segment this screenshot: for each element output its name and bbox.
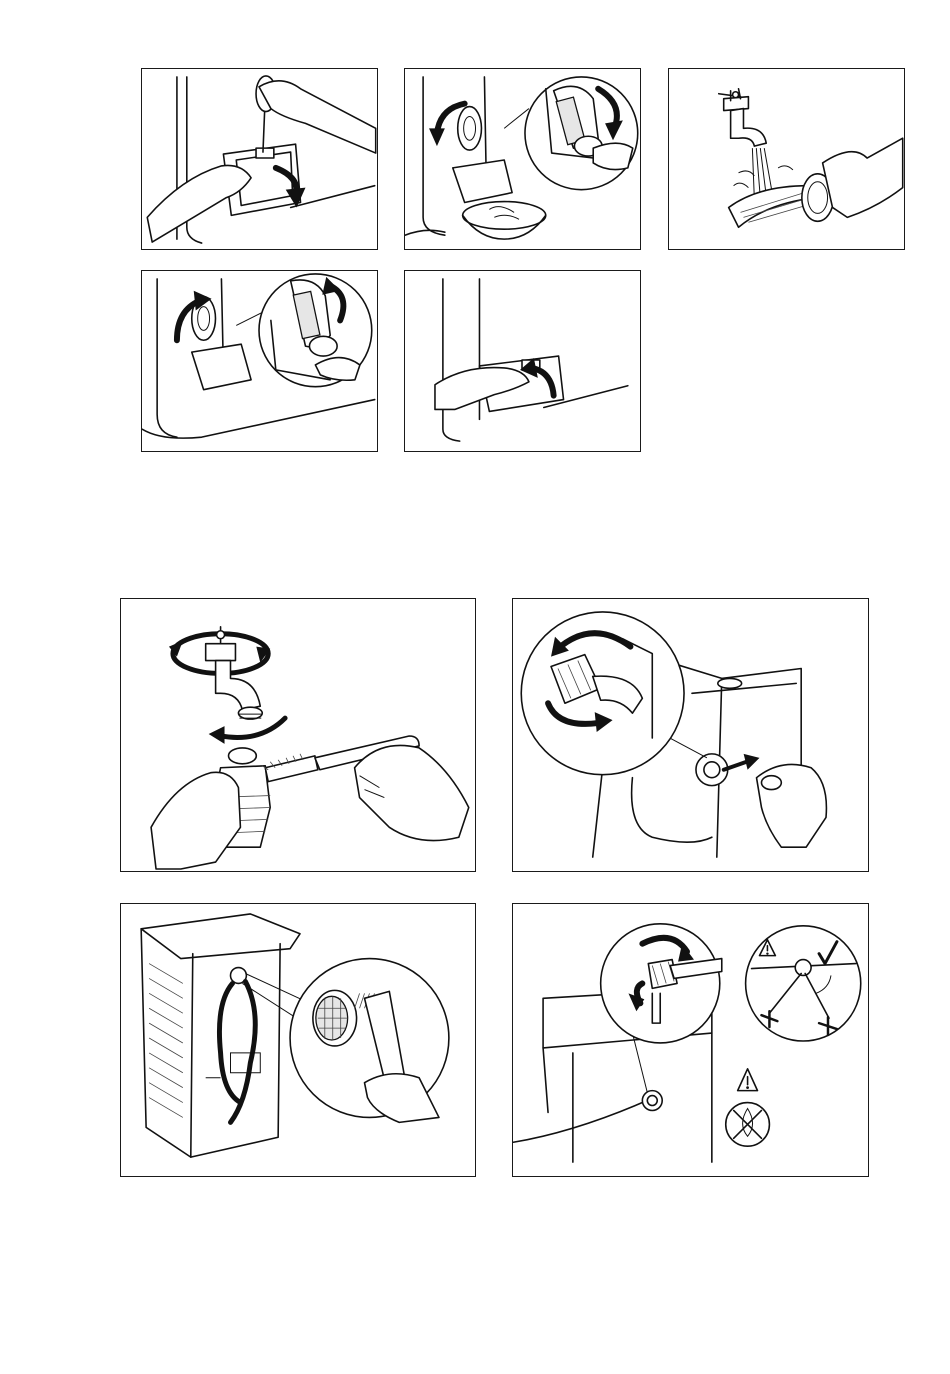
detail-magnifier-circle [525, 77, 638, 190]
filter-icon [729, 174, 834, 227]
bowl-icon [463, 202, 546, 240]
tap-icon [719, 89, 766, 146]
panel-open-filter-cover [141, 68, 378, 250]
hand-icon [757, 764, 827, 847]
panel-unscrew-inlet-hose [512, 598, 869, 872]
panel-clean-inlet-filter-brush [120, 903, 476, 1177]
panel-unscrew-pump-filter [404, 68, 641, 250]
rotate-ccw-arrow-icon [209, 718, 285, 744]
detail-magnifier-circle [601, 924, 722, 1043]
panel-clean-tap-hose-with-brush [120, 598, 476, 872]
hand-icon [355, 745, 469, 840]
detail-magnifier-circle [259, 274, 372, 387]
filter-housing-icon [453, 107, 512, 203]
hand-icon [823, 138, 903, 217]
pull-arrow-icon [724, 754, 760, 770]
hand-icon [151, 772, 240, 869]
panel-refit-pump-filter [141, 270, 378, 452]
detail-magnifier-circle [746, 926, 861, 1041]
inlet-valve-icon [642, 1091, 662, 1111]
panel-close-filter-cover [404, 270, 641, 452]
panel-refit-inlet-hose-angle [512, 903, 869, 1177]
no-water-icon [726, 1103, 770, 1147]
drain-hose-icon [219, 981, 255, 1122]
warning-icon [738, 1069, 758, 1091]
mesh-filter-icon [313, 990, 357, 1046]
detail-magnifier-circle [290, 959, 449, 1123]
panel-rinse-filter-under-tap [668, 68, 905, 250]
detail-magnifier-circle [521, 612, 684, 775]
